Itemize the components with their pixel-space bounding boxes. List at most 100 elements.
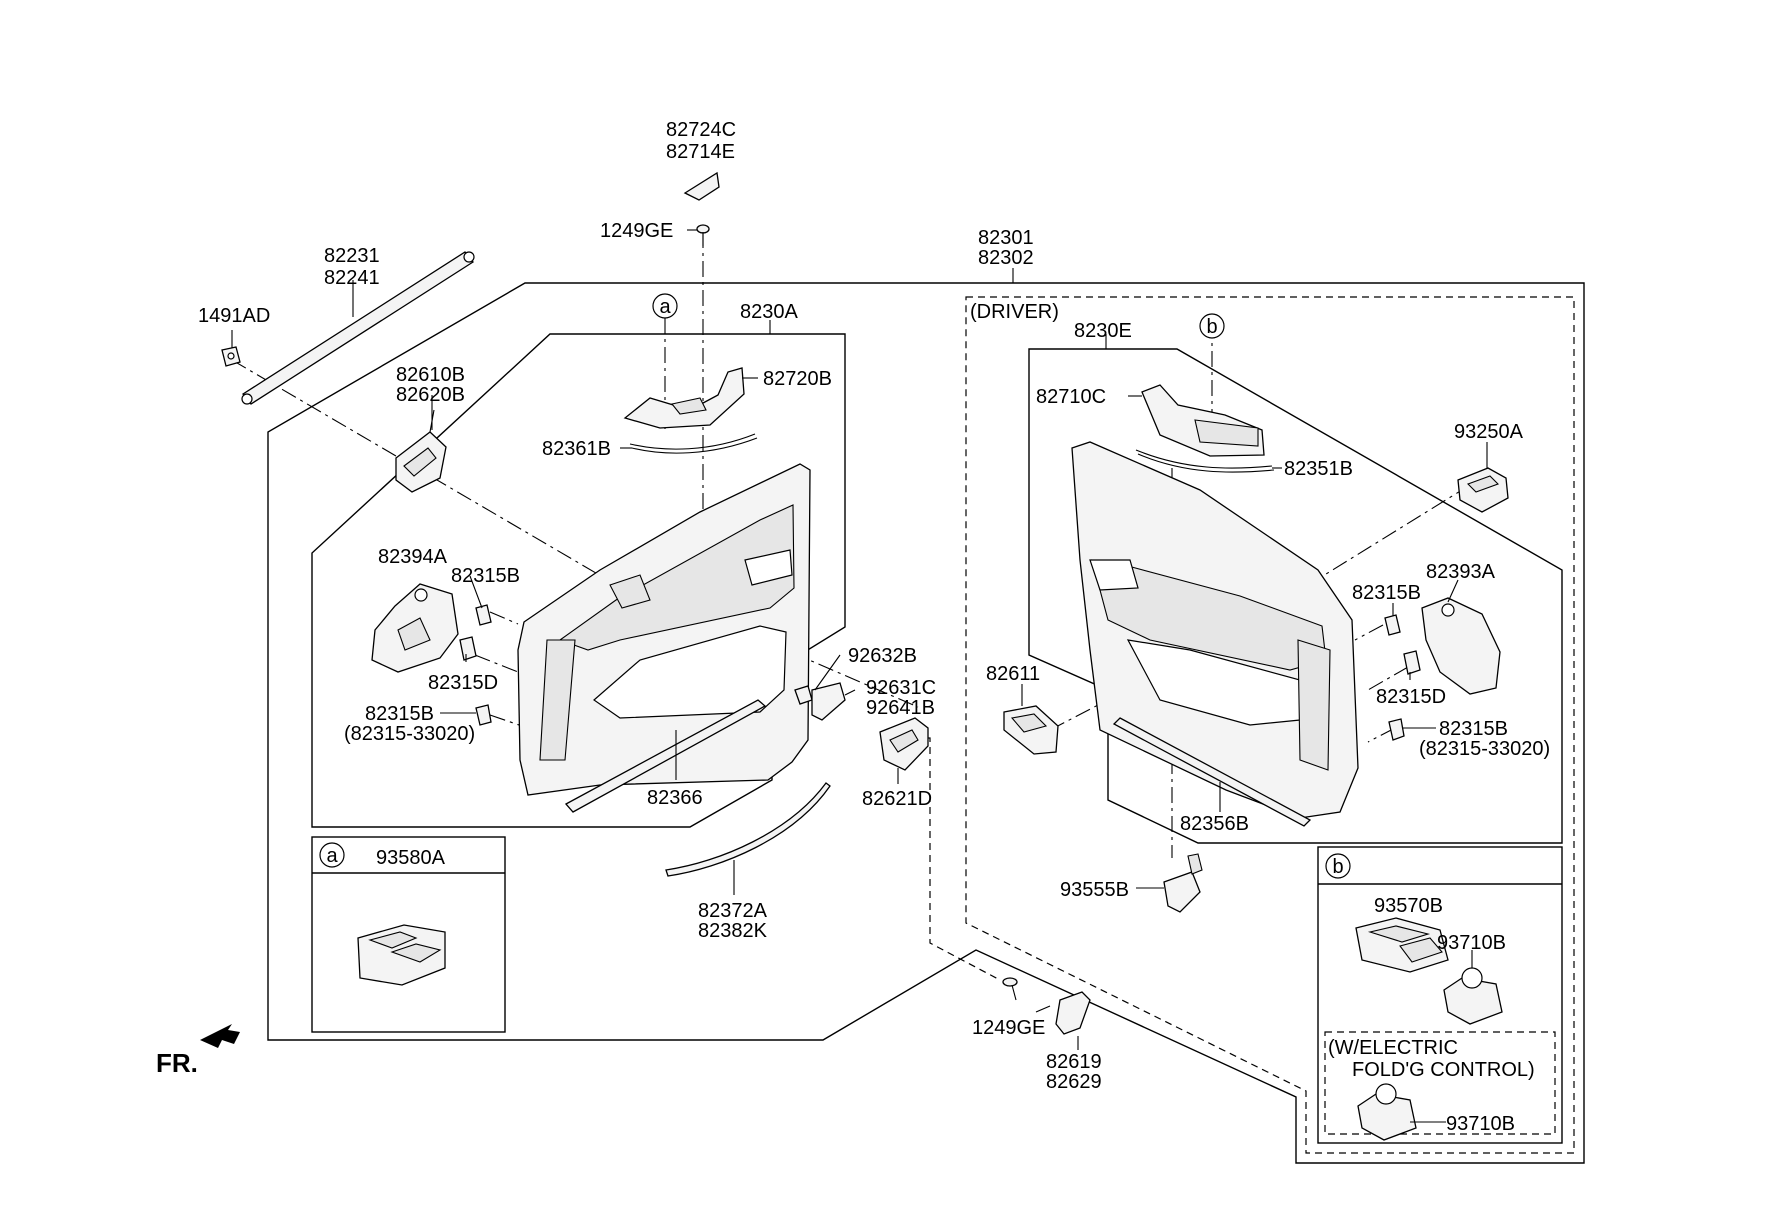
left-panel-outline [311,333,846,828]
clip-1491AD [221,346,241,367]
label-93710B-1: 93710B [1437,932,1506,954]
callout-b-on-panel: b [1199,313,1225,339]
clip-82315B-left-2 [475,704,492,726]
label-82315B-right-2: 82315B [1439,718,1508,740]
pull-handle-cover-82394A [371,583,459,673]
label-93555B: 93555B [1060,879,1129,901]
label-82315D-left: 82315D [428,672,498,694]
armrest-trim-82720B [623,367,745,429]
inside-handle-82610B [395,409,447,493]
clip-82315D-right [1403,650,1421,675]
label-92641B: 92641B [866,697,935,719]
leader-lines [231,229,1488,1123]
label-82714E: 82714E [666,141,735,163]
part-labels: 82724C 82714E 1249GE 82231 82241 1491AD … [156,119,1550,1135]
label-82315-33020-right: (82315-33020) [1419,738,1550,760]
garnish-82724C [683,171,720,201]
handle-82621D [879,717,929,771]
label-8230A: 8230A [740,301,798,323]
trim-strip-82361B [629,433,758,454]
clip-82315D-left [459,636,477,661]
inset-box-b [1317,846,1563,1144]
label-1249GE-bottom: 1249GE [972,1017,1045,1039]
label-93580A: 93580A [376,847,446,869]
lower-strip-82356B [1112,717,1312,827]
label-82315D-right: 82315D [1376,686,1446,708]
right-door-trim-panel [1071,441,1359,819]
svg-text:b: b [1206,316,1217,338]
svg-text:b: b [1332,856,1343,878]
label-electric-2: FOLD'G CONTROL) [1352,1059,1535,1081]
clip-82315B-right-2 [1388,718,1405,741]
mirror-knob-93710B-1 [1443,967,1503,1025]
label-93710B-2: 93710B [1446,1113,1515,1135]
label-92631C: 92631C [866,677,936,699]
label-1491AD: 1491AD [198,305,270,327]
mirror-knob-93710B-2 [1357,1083,1417,1141]
label-electric-1: (W/ELECTRIC [1328,1037,1458,1059]
dashed-leader-82621D [915,737,1001,981]
belt-weatherstrip [241,251,475,405]
label-93570B: 93570B [1374,895,1443,917]
label-82610B: 82610B [396,364,465,386]
label-82720B: 82720B [763,368,832,390]
label-82710C: 82710C [1036,386,1106,408]
mirror-switch-93250A [1457,467,1509,513]
label-82361B: 82361B [542,438,611,460]
callout-b-inset: b [1325,853,1351,879]
label-82629: 82629 [1046,1071,1102,1093]
svg-text:a: a [326,845,338,867]
label-82315-33020-left: (82315-33020) [344,723,475,745]
label-93250A: 93250A [1454,421,1524,443]
label-82394A: 82394A [378,546,448,568]
label-82611: 82611 [986,663,1040,685]
curved-strip-82372A [665,782,831,877]
trim-strip-82351B [1135,449,1275,473]
label-82302: 82302 [978,247,1034,269]
label-1249GE-top: 1249GE [600,220,673,242]
label-82315B-left-1: 82315B [451,565,520,587]
label-82231: 82231 [324,245,380,267]
label-82382K: 82382K [698,920,768,942]
callout-a-on-panel: a [652,293,678,319]
label-82366: 82366 [647,787,703,809]
label-8230E: 8230E [1074,320,1132,342]
power-window-switch-93570B [1355,917,1449,973]
svg-text:a: a [659,296,671,318]
electric-fold-box [1324,1031,1556,1135]
left-door-trim-panel [517,463,811,796]
window-switch-93580A [357,924,446,986]
assembly-outline [267,282,1585,1164]
lower-strip-82366 [564,699,767,813]
right-panel-outline [1028,348,1563,844]
label-82724C: 82724C [666,119,736,141]
screw-1249GE-top [696,224,710,246]
label-82393A: 82393A [1426,561,1496,583]
label-82620B: 82620B [396,384,465,406]
inside-handle-82611 [1003,705,1059,755]
cover-82619 [1055,991,1091,1035]
screw-1249GE-bottom [1002,977,1018,1001]
label-82372A: 82372A [698,900,768,922]
label-82241: 82241 [324,267,380,289]
inset-box-a [311,836,506,1033]
pull-handle-cover-82393A [1421,597,1501,695]
label-82351B: 82351B [1284,458,1353,480]
label-driver: (DRIVER) [970,301,1059,323]
label-fr: FR. [156,1048,198,1078]
lamp-92631C [811,682,846,721]
armrest-trim-82710C [1141,384,1265,457]
label-82301: 82301 [978,227,1034,249]
clip-82315B-left-1 [475,604,492,626]
callout-a-inset: a [319,842,345,868]
label-92632B: 92632B [848,645,917,667]
driver-dashed-outline [965,296,1575,1154]
label-82621D: 82621D [862,788,932,810]
clip-82315B-right-1 [1384,614,1401,636]
label-82619: 82619 [1046,1051,1102,1073]
label-82315B-right-1: 82315B [1352,582,1421,604]
label-82315B-left-2: 82315B [365,703,434,725]
front-direction-arrow-icon [200,1024,240,1048]
switch-93555B [1163,853,1203,913]
